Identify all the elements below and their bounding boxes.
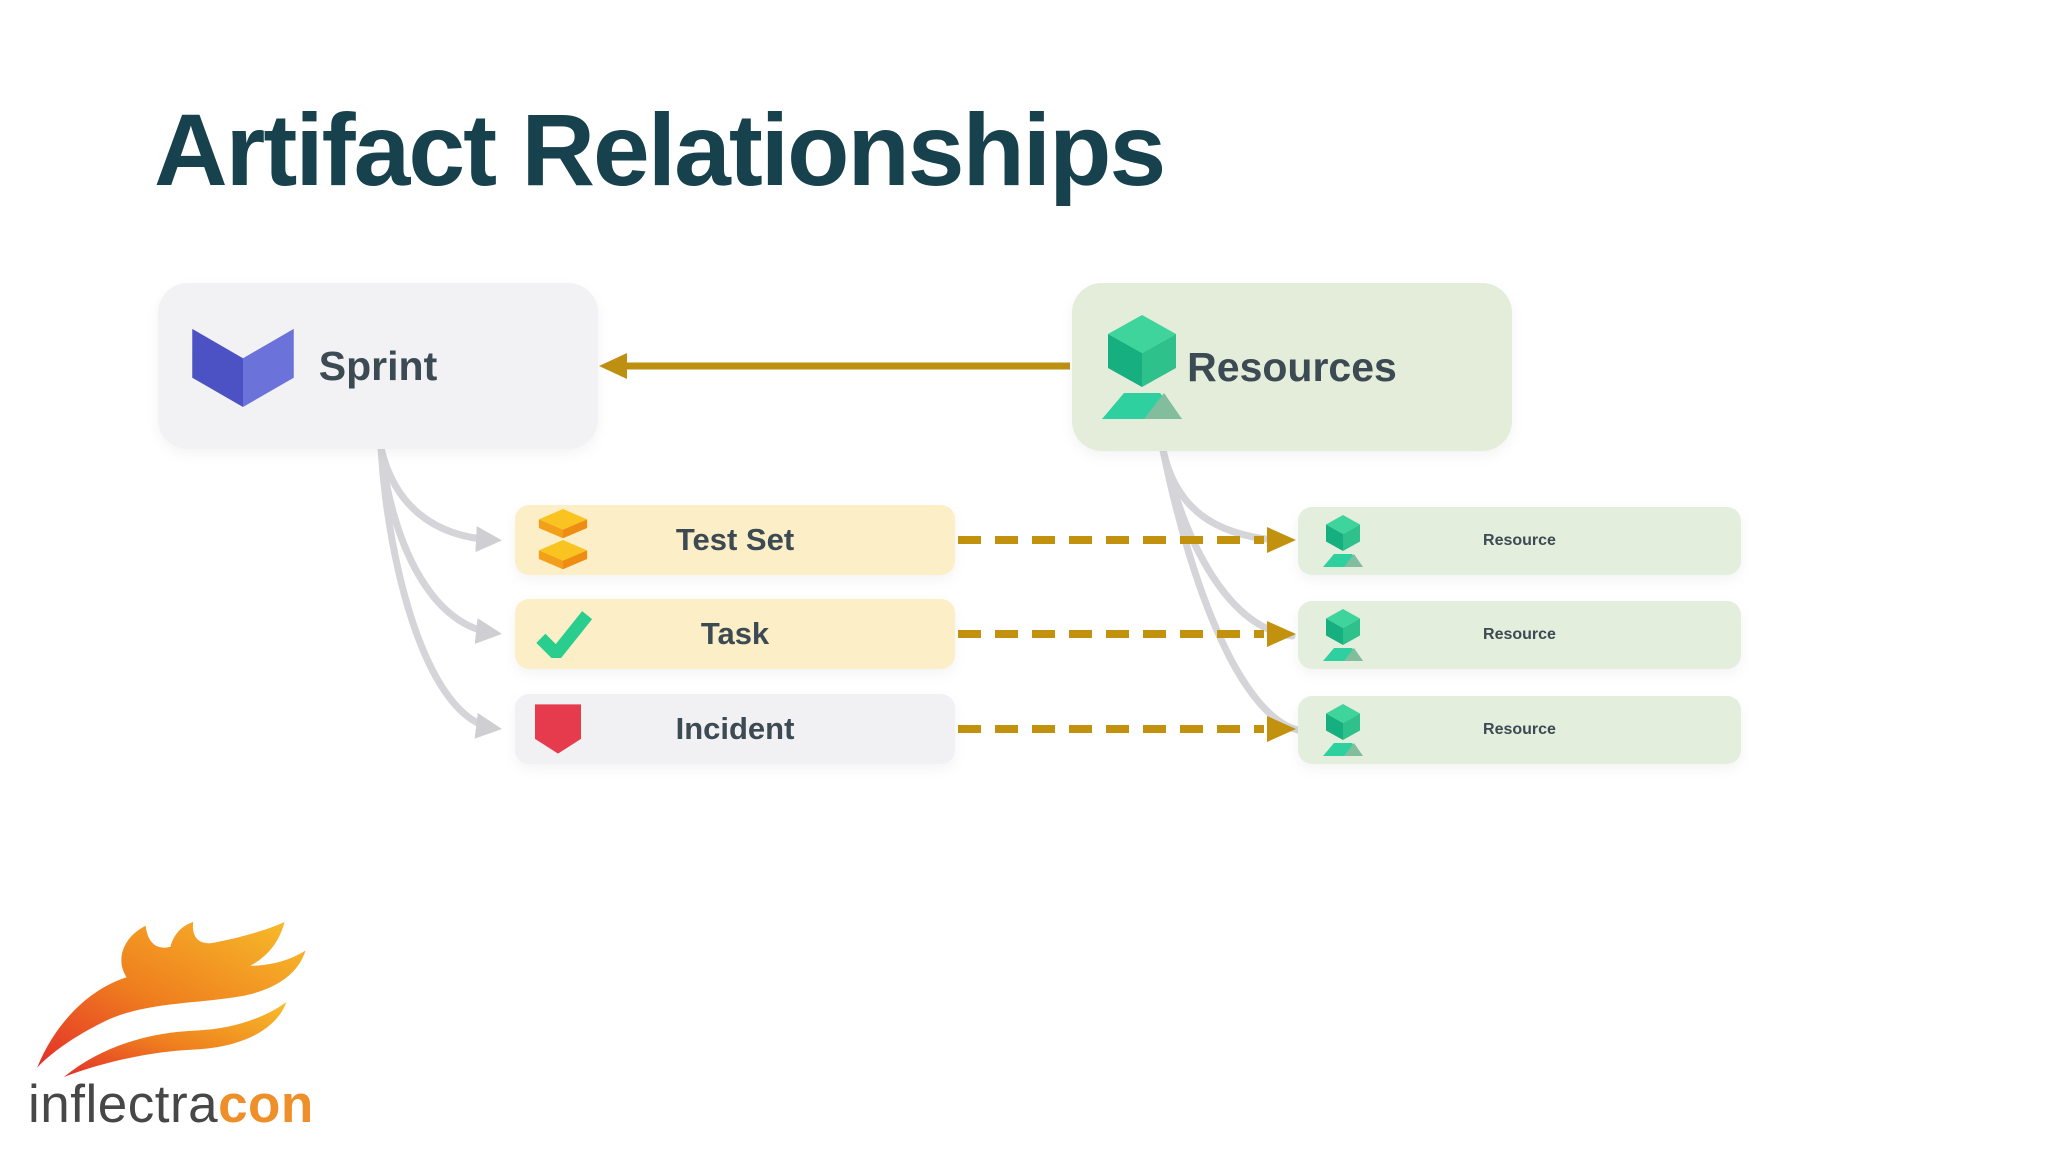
logo-brand-text: inflectra (28, 1075, 219, 1134)
resources-resource-curves (1159, 446, 1302, 734)
logo-accent-text: con (218, 1075, 314, 1134)
node-resource-1: Resource (1298, 507, 1741, 575)
resource-cube-person-icon (1322, 609, 1364, 661)
node-resource-3: Resource (1298, 696, 1741, 764)
test-set-stack-icon (535, 509, 591, 571)
resource-cube-person-icon (1322, 515, 1364, 567)
page-title: Artifact Relationships (154, 93, 1166, 207)
node-incident: Incident (515, 694, 955, 764)
sprint-chevron-icon (188, 325, 298, 407)
node-label: Resource (1483, 626, 1556, 643)
node-task: Task (515, 599, 955, 669)
task-check-icon (535, 610, 593, 658)
flame-icon (37, 922, 306, 1078)
node-label: Resource (1483, 532, 1556, 549)
resources-to-sprint-arrow (599, 353, 1070, 379)
node-label: Test Set (675, 522, 795, 557)
node-label: Resource (1483, 721, 1556, 738)
node-label: Incident (675, 711, 795, 746)
node-sprint: Sprint (158, 283, 598, 449)
node-label: Sprint (318, 342, 438, 389)
artifact-to-resource-arrows (958, 527, 1296, 742)
node-resources: Resources (1072, 283, 1512, 451)
node-resource-2: Resource (1298, 601, 1741, 669)
incident-shield-icon (535, 704, 581, 754)
sprint-artifact-curves (377, 444, 502, 739)
node-label: Task (700, 616, 770, 651)
logo-wordmark: inflectracon (28, 1074, 338, 1135)
resource-cube-person-icon (1100, 315, 1184, 419)
inflectracon-logo: inflectracon (28, 922, 338, 1135)
resource-cube-person-icon (1322, 704, 1364, 756)
node-label: Resources (1187, 343, 1397, 390)
node-test-set: Test Set (515, 505, 955, 575)
